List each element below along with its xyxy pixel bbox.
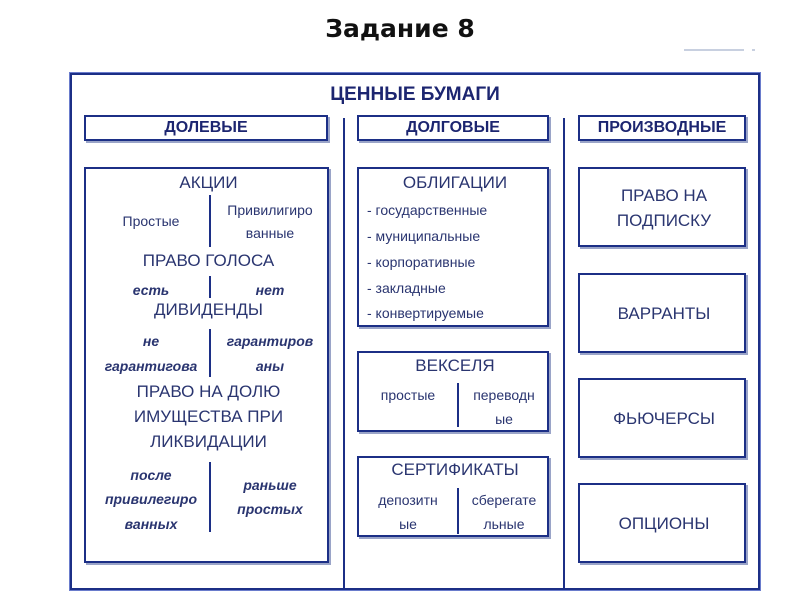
bond-government: - государственные (367, 202, 488, 218)
certificates-box: СЕРТИФИКАТЫ депозитн ые сберегате льные (357, 456, 549, 537)
property-share-title-2: ИМУЩЕСТВА ПРИ (133, 407, 284, 426)
dividends-not-guaranteed-2: гарантигова (104, 358, 198, 374)
stocks-preferred-1: Привилигиро (227, 202, 313, 218)
warrants-label: ВАРРАНТЫ (617, 304, 711, 323)
divider-dividends (209, 329, 211, 377)
dividends-guaranteed-1: гарантиров (226, 333, 314, 349)
column-separator-1 (343, 118, 345, 590)
divider-vote (209, 276, 211, 298)
certificates-savings-2: льные (483, 516, 525, 532)
warrants-box: ВАРРАНТЫ (578, 273, 746, 353)
slide-title: Задание 8 (325, 14, 475, 43)
divider-bills (457, 383, 459, 427)
options-label: ОПЦИОНЫ (618, 514, 710, 533)
bond-mortgage: - закладные (367, 280, 446, 296)
property-share-title-1: ПРАВО НА ДОЛЮ (136, 382, 281, 401)
futures-label: ФЬЮЧЕРСЫ (613, 409, 715, 428)
diagram-frame (70, 73, 760, 590)
bonds-title: ОБЛИГАЦИИ (402, 173, 508, 192)
certificates-title: СЕРТИФИКАТЫ (391, 460, 519, 479)
subscription-right-2: ПОДПИСКУ (616, 211, 712, 230)
subscription-right-box: ПРАВО НА ПОДПИСКУ (578, 167, 746, 247)
column-separator-2 (563, 118, 565, 590)
voting-right-title: ПРАВО ГОЛОСА (142, 251, 275, 270)
liquidation-after-3: ванных (124, 516, 178, 532)
diagram-title: ЦЕННЫЕ БУМАГИ (330, 84, 500, 105)
bond-municipal: - муниципальные (367, 228, 481, 244)
liquidation-after-2: привилегиро (104, 491, 198, 507)
stocks-simple: Простые (122, 213, 180, 229)
liquidation-before-2: простых (237, 501, 303, 517)
bonds-box: ОБЛИГАЦИИ - государственные - муниципаль… (357, 167, 549, 327)
certificates-deposit-2: ые (399, 516, 417, 532)
stocks-box: АКЦИИ Простые Привилигиро ванные ПРАВО Г… (84, 167, 329, 563)
liquidation-before-1: раньше (243, 477, 297, 493)
bond-corporate: - корпоративные (367, 254, 476, 270)
bills-title: ВЕКСЕЛЯ (415, 356, 495, 375)
divider-certificates (457, 488, 459, 534)
voting-no: нет (255, 282, 285, 298)
dividends-title: ДИВИДЕНДЫ (154, 300, 263, 319)
subscription-right-1: ПРАВО НА (620, 186, 708, 205)
liquidation-after-1: после (130, 467, 172, 483)
decorative-line (684, 49, 744, 51)
property-share-title-3: ЛИКВИДАЦИИ (150, 432, 267, 451)
debt-header: ДОЛГОВЫЕ (357, 115, 549, 141)
divider-stock-type (209, 195, 211, 247)
certificates-savings-1: сберегате (471, 492, 537, 508)
certificates-deposit-1: депозитн (378, 492, 438, 508)
dividends-not-guaranteed-1: не (142, 333, 160, 349)
bills-transfer-2: ые (495, 411, 513, 427)
bills-transfer-1: переводн (473, 387, 535, 403)
stocks-preferred-2: ванные (245, 225, 295, 241)
dividends-guaranteed-2: аны (255, 358, 285, 374)
divider-liquidation (209, 462, 211, 532)
derivatives-header: ПРОИЗВОДНЫЕ (578, 115, 746, 141)
options-box: ОПЦИОНЫ (578, 483, 746, 563)
futures-box: ФЬЮЧЕРСЫ (578, 378, 746, 458)
equity-header: ДОЛЕВЫЕ (84, 115, 328, 141)
bills-box: ВЕКСЕЛЯ простые переводн ые (357, 351, 549, 432)
stocks-title: АКЦИИ (179, 173, 238, 192)
voting-yes: есть (132, 282, 170, 298)
bond-convertible: - конвертируемые (367, 305, 484, 321)
decorative-dot (752, 49, 755, 51)
bills-simple: простые (380, 387, 436, 403)
